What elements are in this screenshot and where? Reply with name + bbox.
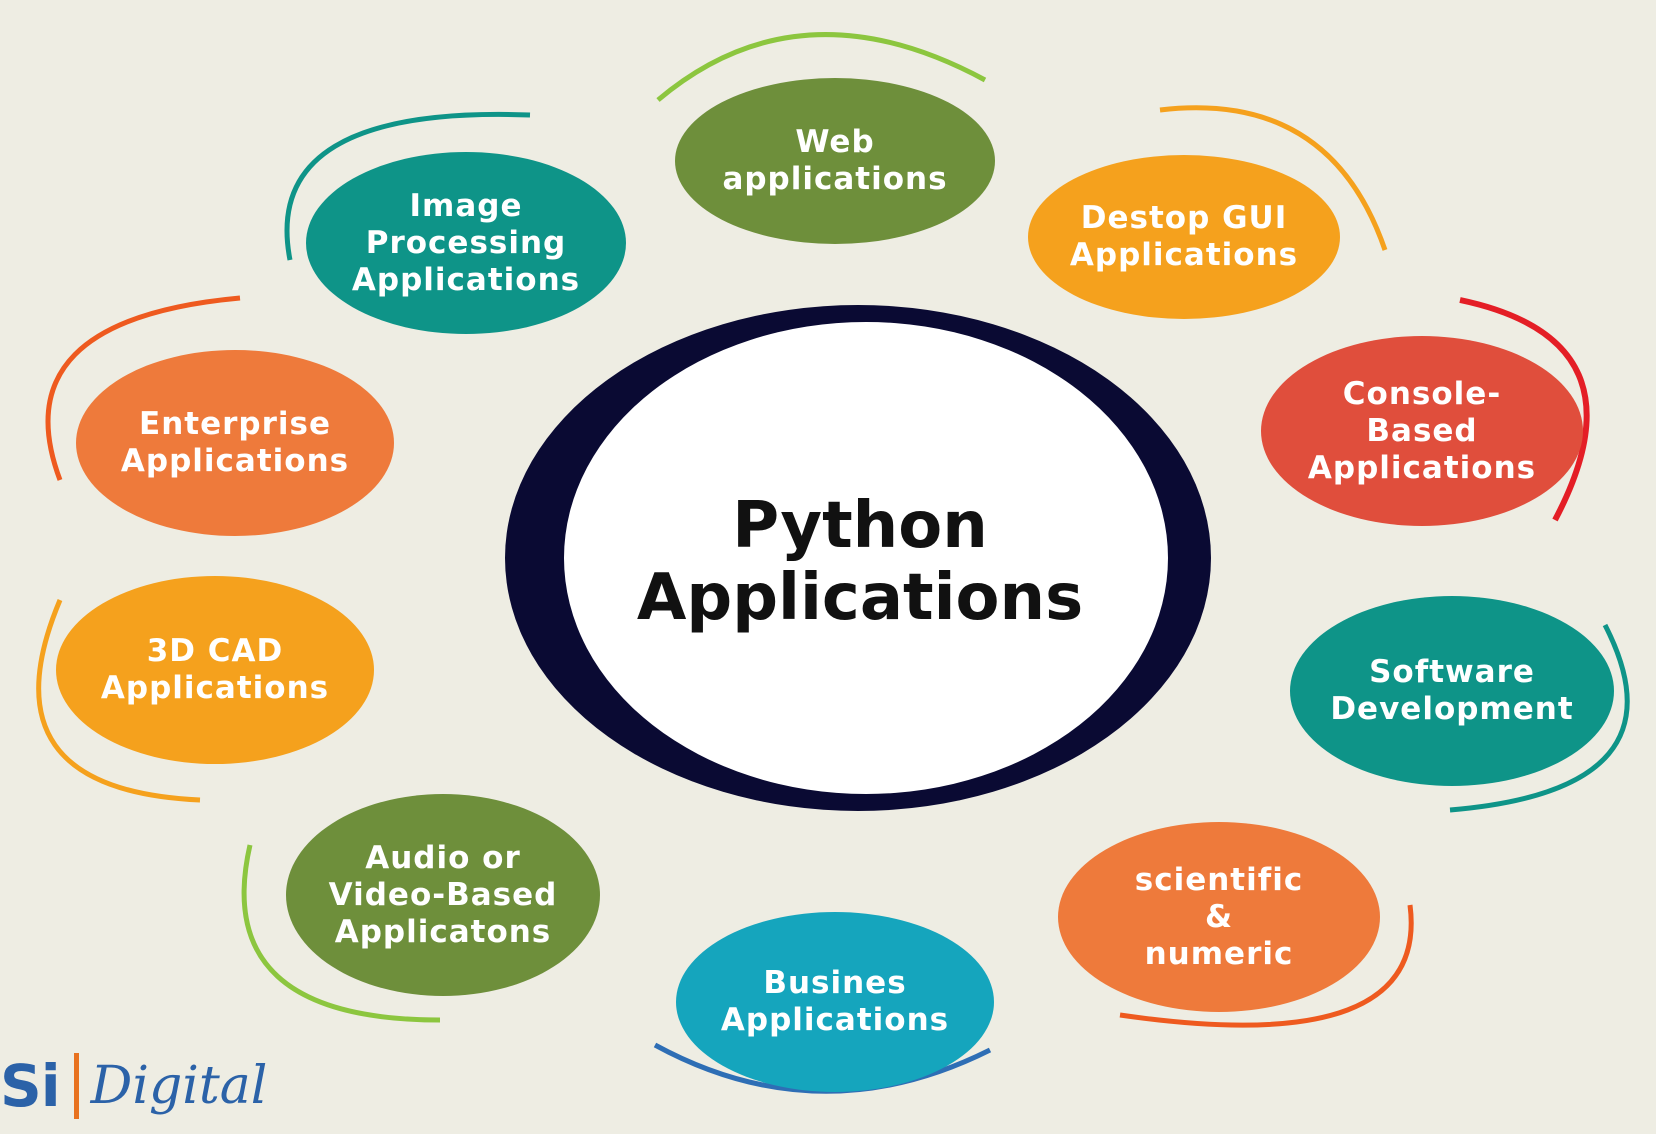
software-arc [1449,623,1630,813]
node-label: Software Development [1330,654,1574,727]
center-disc [564,322,1168,794]
node-console-based-applications: Console- Based Applications [1261,336,1583,526]
node-label: scientific & numeric [1134,861,1304,972]
node-label: 3D CAD Applications [100,633,330,706]
node-audio-video-applications: Audio or Video-Based Applicatons [286,794,600,996]
image-arc [284,111,531,261]
node-business-applications: Busines Applications [676,912,994,1092]
si-digital-logo: Si Digital [0,1038,267,1134]
web-arc [656,32,987,102]
node-label: Image Processing Applications [351,187,581,298]
node-3d-cad-applications: 3D CAD Applications [56,576,374,764]
scientific-arc [1119,904,1414,1028]
node-scientific-numeric: scientific & numeric [1058,822,1380,1012]
node-enterprise-applications: Enterprise Applications [76,350,394,536]
center-title: Python Applications [636,489,1084,635]
node-software-development: Software Development [1290,596,1614,786]
enterprise-arc [45,295,241,481]
node-label: Busines Applications [720,965,950,1038]
node-image-processing-applications: Image Processing Applications [306,152,626,334]
node-label: Destop GUI Applications [1069,200,1299,273]
node-label: Enterprise Applications [120,406,350,479]
logo-divider [73,1053,79,1119]
node-desktop-gui-applications: Destop GUI Applications [1028,155,1340,319]
node-label: Console- Based Applications [1307,375,1537,486]
cad-arc [36,599,201,803]
audio-arc [241,844,441,1023]
node-label: Audio or Video-Based Applicatons [328,839,558,950]
desktop-arc [1159,105,1388,251]
node-label: Web applications [722,124,948,197]
console-arc [1459,297,1590,522]
logo-text: Digital [90,1056,268,1116]
node-web-applications: Web applications [675,78,995,244]
logo-mark: Si [0,1052,61,1120]
